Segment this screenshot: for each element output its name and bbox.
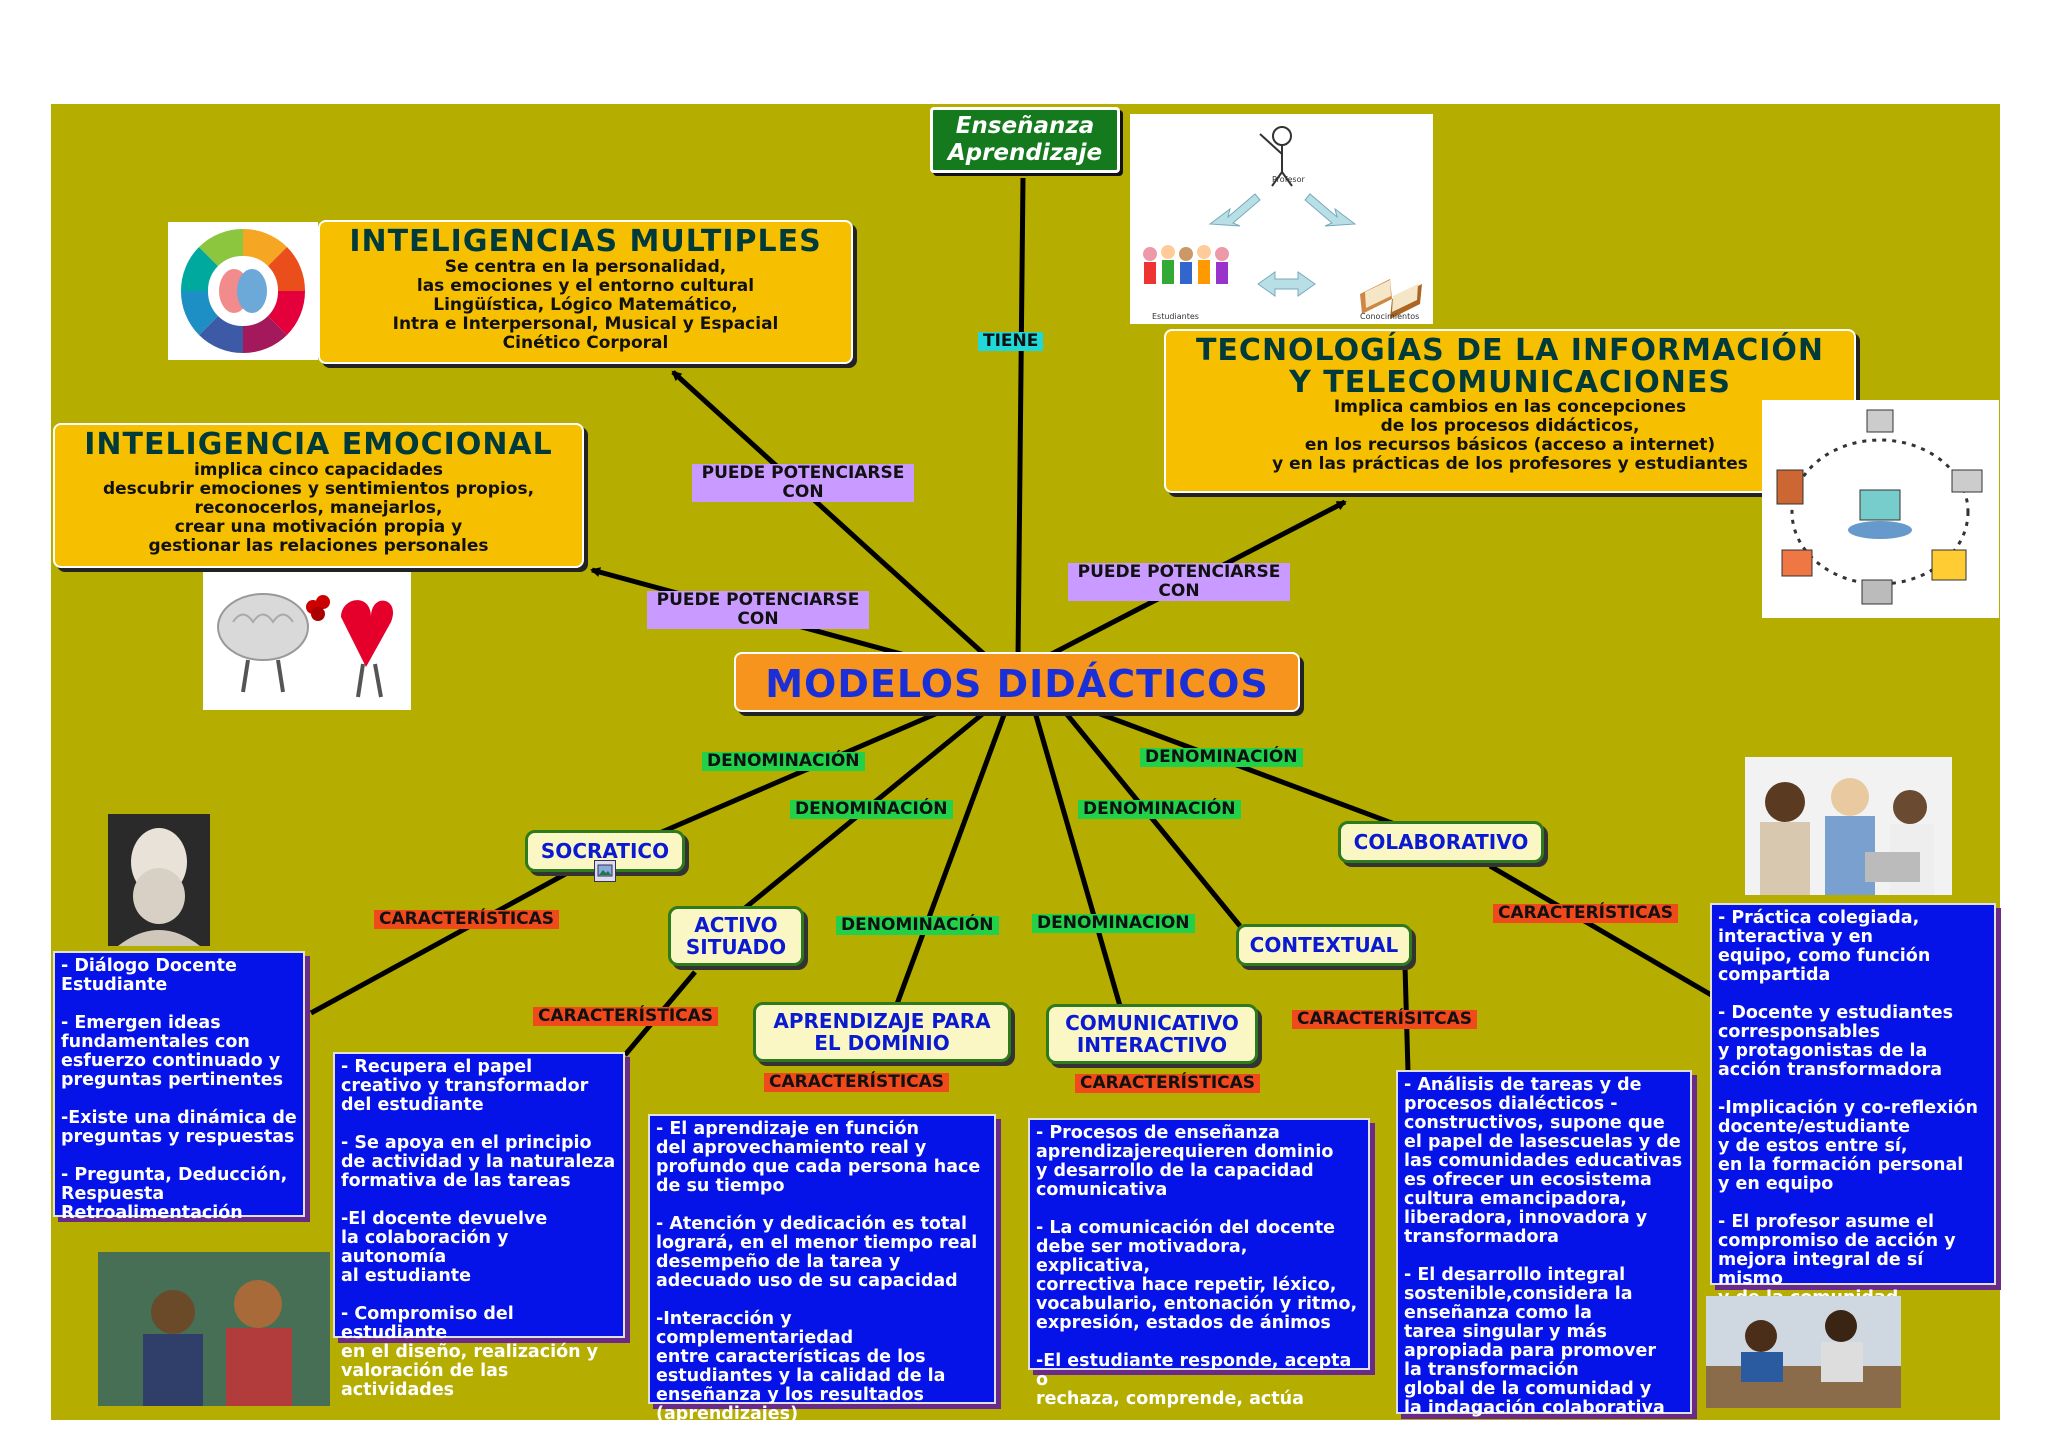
- line-to-colaborativo: [1094, 709, 1401, 829]
- line-to-contextual: [1063, 710, 1242, 928]
- chars-socratico: - Diálogo Docente Estudiante - Emergen i…: [53, 951, 305, 1223]
- svg-text:Profesor: Profesor: [1272, 175, 1305, 184]
- chars-activo-situado: - Recupera el papel creativo y transform…: [333, 1052, 625, 1400]
- label-denominacion-1: DENOMINACIÓN: [702, 752, 865, 771]
- team-meeting-icon: [1760, 778, 1934, 895]
- svg-text:Estudiantes: Estudiantes: [1152, 312, 1199, 321]
- teaching-triangle-image: Profesor Estudiantes Conocimientos: [1130, 114, 1433, 324]
- socrates-bust-image: [108, 814, 210, 946]
- inteligencia-emocional-box: INTELIGENCIA EMOCIONAL implica cinco cap…: [53, 423, 584, 568]
- node-contextual: CONTEXTUAL: [1236, 924, 1412, 966]
- tic-box: TECNOLOGÍAS DE LA INFORMACIÓN Y TELECOMU…: [1164, 329, 1856, 493]
- multiple-intelligences-image: [168, 222, 318, 360]
- triangle-diagram-icon: Profesor Estudiantes Conocimientos: [1143, 126, 1422, 321]
- label-puede-potenciarse-1: PUEDE POTENCIARSE CON: [692, 464, 914, 502]
- node-colaborativo: COLABORATIVO: [1338, 821, 1544, 863]
- label-caracteristicas-aprendizaje: CARACTERÍSTICAS: [764, 1073, 950, 1092]
- label-denominacion-5: DENOMINACIÓN: [836, 916, 999, 935]
- brain-wheel-icon: [180, 228, 306, 354]
- svg-text:Conocimientos: Conocimientos: [1360, 312, 1419, 321]
- tic-network-image: [1762, 400, 1999, 618]
- label-puede-potenciarse-3: PUEDE POTENCIARSE CON: [1068, 563, 1290, 601]
- label-caracteristicas-contextual: CARACTERÍSITCAS: [1292, 1010, 1478, 1029]
- label-puede-potenciarse-2: PUEDE POTENCIARSE CON: [647, 591, 869, 629]
- line-to-aprendizaje: [894, 711, 1008, 1005]
- contextual-study-image: [1706, 1296, 1901, 1408]
- node-activo-situado: ACTIVO SITUADO: [668, 906, 804, 966]
- node-comunicativo-interactivo: COMUNICATIVO INTERACTIVO: [1046, 1004, 1258, 1064]
- line-socratico-chars: [309, 845, 615, 1016]
- chars-colaborativo: - Práctica colegiada, interactiva y en e…: [1710, 903, 1996, 1308]
- arrow-to-multiples: [671, 370, 987, 657]
- label-caracteristicas-comunicativo: CARACTERÍSTICAS: [1075, 1074, 1261, 1093]
- label-denominacion-4: DENOMINACIÓN: [1140, 748, 1303, 767]
- chars-contextual: - Análisis de tareas y de procesos dialé…: [1396, 1070, 1692, 1418]
- label-caracteristicas-socratico: CARACTERÍSTICAS: [374, 910, 560, 929]
- bust-icon: [118, 828, 200, 946]
- line-to-ensenanza: [1015, 177, 1026, 661]
- label-denominacion-6: DENOMINACION: [1032, 914, 1195, 933]
- label-caracteristicas-activo: CARACTERÍSTICAS: [533, 1007, 719, 1026]
- chars-aprendizaje-dominio: - El aprendizaje en función del aprovech…: [648, 1114, 996, 1424]
- node-aprendizaje-dominio: APRENDIZAJE PARA EL DOMINIO: [753, 1002, 1011, 1062]
- tic-text: Implica cambios en las concepciones de l…: [1272, 397, 1748, 474]
- inteligencias-multiples-box: INTELIGENCIAS MULTIPLES Se centra en la …: [318, 220, 853, 364]
- line-to-comunicativo: [1032, 711, 1123, 1007]
- label-denominacion-3: DENOMINACIÓN: [1078, 800, 1241, 819]
- ensenanza-aprendizaje-node: Enseñanza Aprendizaje: [930, 107, 1120, 173]
- chars-comunicativo-interactivo: - Procesos de enseñanza aprendizajerequi…: [1028, 1118, 1370, 1409]
- brain-heart-image: [203, 572, 411, 710]
- inteligencia-emocional-title: INTELIGENCIA EMOCIONAL: [84, 427, 553, 462]
- line-to-socratico: [647, 709, 941, 841]
- image-placeholder-icon: [594, 860, 616, 882]
- classroom-board-image: [98, 1252, 330, 1406]
- students-at-board-icon: [98, 1252, 330, 1406]
- collaborative-team-image: [1745, 757, 1952, 895]
- students-studying-icon: [1706, 1310, 1901, 1408]
- inteligencias-multiples-text: Se centra en la personalidad, las emocio…: [392, 256, 779, 353]
- brain-heart-icon: [217, 593, 394, 698]
- label-denominacion-2: DENOMINACIÓN: [790, 800, 953, 819]
- line-colaborativo-chars: [1488, 863, 1722, 1003]
- inteligencias-multiples-title: INTELIGENCIAS MULTIPLES: [349, 224, 822, 259]
- inteligencia-emocional-text: implica cinco capacidades descubrir emoc…: [102, 459, 535, 556]
- modelos-didacticos-node: MODELOS DIDÁCTICOS: [734, 652, 1300, 712]
- tic-title: TECNOLOGÍAS DE LA INFORMACIÓN Y TELECOMU…: [1195, 333, 1825, 400]
- book-icon: [1360, 279, 1422, 319]
- network-icon: [1776, 409, 1983, 605]
- label-tiene: TIENE: [978, 332, 1044, 351]
- students-icon: [1143, 245, 1229, 284]
- label-caracteristicas-colaborativo: CARACTERÍSTICAS: [1493, 904, 1679, 923]
